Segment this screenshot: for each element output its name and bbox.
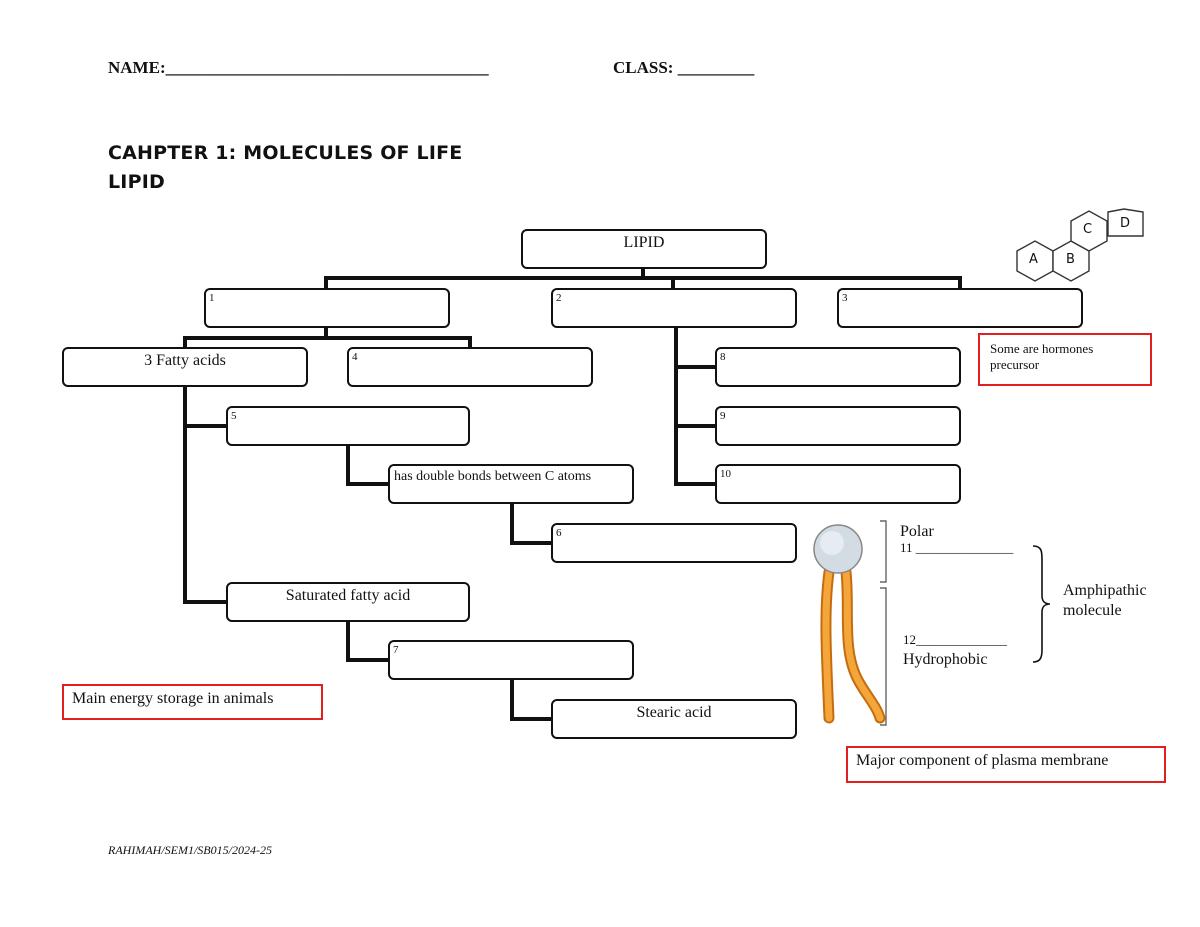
box-number: 4 [352,351,358,363]
note-energy-storage: Main energy storage in animals [62,684,323,720]
blank-box-1[interactable]: 1 [204,288,450,328]
hex-label-d: D [1120,216,1131,231]
hydrophobic-bracket [880,587,887,726]
box-number: 1 [209,292,215,304]
class-field-label: CLASS: _________ [613,58,755,77]
footer-code: RAHIMAH/SEM1/SB015/2024-25 [108,843,272,857]
saturated-fatty-acid-box: Saturated fatty acid [226,582,470,622]
phospholipid-icon [813,524,886,724]
root-label: LIPID [623,234,665,251]
polar-label: Polar [900,523,934,540]
blank-box-5[interactable]: 5 [226,406,470,446]
blank-box-9[interactable]: 9 [715,406,961,446]
steroid-rings-icon [1016,208,1144,282]
box-number: 7 [393,644,399,656]
saturated-label: Saturated fatty acid [285,587,411,604]
topic-title: LIPID [108,171,165,193]
hex-label-a: A [1029,252,1038,267]
stearic-acid-box: Stearic acid [551,699,797,739]
polar-bracket [880,520,887,583]
box-number: 5 [231,410,237,422]
blank-box-2[interactable]: 2 [551,288,797,328]
fatty-acids-box: 3 Fatty acids [62,347,308,387]
blank-11[interactable]: 11 _______________ [900,540,1014,555]
box-number: 9 [720,410,726,422]
note-plasma-membrane: Major component of plasma membrane [846,746,1166,783]
stearic-label: Stearic acid [636,704,712,721]
root-box-lipid: LIPID [521,229,767,269]
blank-box-8[interactable]: 8 [715,347,961,387]
blank-box-4[interactable]: 4 [347,347,593,387]
blank-box-6[interactable]: 6 [551,523,797,563]
hydrophobic-label: Hydrophobic [903,651,988,668]
note-energy-text: Main energy storage in animals [72,690,274,707]
blank-12[interactable]: 12______________ [903,632,1007,647]
name-field-label: NAME:___________________________________… [108,58,489,77]
molecule-label: molecule [1063,602,1122,619]
fatty-acids-label: 3 Fatty acids [144,352,226,369]
blank-box-7[interactable]: 7 [388,640,634,680]
amphipathic-label: Amphipathic [1063,582,1147,599]
chapter-title: CAHPTER 1: MOLECULES OF LIFE [108,142,463,164]
box-number: 8 [720,351,726,363]
hex-label-c: C [1083,222,1093,237]
note-membrane-text: Major component of plasma membrane [856,752,1109,769]
blank-box-10[interactable]: 10 [715,464,961,504]
amphipathic-brace [1032,545,1051,663]
hex-label-b: B [1066,252,1075,267]
note-hormones-text: Some are hormones precursor [990,341,1094,372]
double-bonds-box: has double bonds between C atoms [388,464,634,504]
box-number: 2 [556,292,562,304]
note-hormones: Some are hormones precursor [978,333,1152,386]
box-number: 3 [842,292,848,304]
blank-box-3[interactable]: 3 [837,288,1083,328]
box-number: 6 [556,527,562,539]
box-number: 10 [720,468,731,480]
double-bonds-label: has double bonds between C atoms [394,469,592,484]
